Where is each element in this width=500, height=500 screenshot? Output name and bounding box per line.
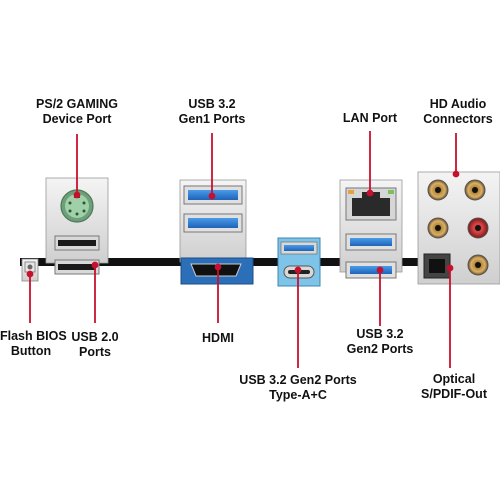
flash-bios-button [21,258,39,282]
label-usb32-gen2-line1: USB 3.2 [356,327,404,341]
leader-lines [26,131,460,368]
label-usb20: USB 2.0 Ports [62,330,128,360]
usb32-gen2-typeac-stack [277,237,321,287]
label-usb32-gen2: USB 3.2 Gen2 Ports [340,327,420,357]
label-flash-bios: Flash BIOS Button [0,329,67,359]
io-shield-bar [20,258,488,266]
label-usb32-gen2-typeac-line1: USB 3.2 Gen2 Ports [239,373,357,387]
label-usb32-gen1-line2: Gen1 Ports [178,112,246,126]
label-hdmi: HDMI [188,331,248,346]
ps2-usb2-stack [45,177,109,275]
label-lan-port: LAN Port [330,111,410,126]
label-hd-audio: HD Audio Connectors [416,97,500,127]
label-ps2-line1: PS/2 GAMING [36,97,118,111]
label-ps2-gaming-port: PS/2 GAMING Device Port [22,97,132,127]
label-optical-line2: S/PDIF-Out [421,387,487,401]
label-usb32-gen1: USB 3.2 Gen1 Ports [172,97,252,127]
label-lan-line1: LAN Port [342,111,398,125]
label-usb32-gen2-typeac: USB 3.2 Gen2 Ports Type-A+C [230,373,366,403]
label-hdmi-line1: HDMI [202,331,234,345]
label-optical-line1: Optical [432,372,476,386]
label-optical-spdif: Optical S/PDIF-Out [412,372,496,402]
label-usb20-line1: USB 2.0 [71,330,119,344]
label-flash-bios-line1: Flash BIOS [0,329,67,343]
audio-panel [417,171,500,285]
label-ps2-line2: Device Port [42,112,112,126]
label-flash-bios-line2: Button [10,344,52,358]
label-usb32-gen2-typeac-line2: Type-A+C [269,388,327,402]
label-hd-audio-line1: HD Audio [429,97,487,111]
label-usb20-line2: Ports [79,345,111,359]
label-usb32-gen2-line2: Gen2 Ports [346,342,414,356]
lan-usb32-gen2-stack [339,179,403,279]
label-hd-audio-line2: Connectors [423,112,493,126]
label-usb32-gen1-line1: USB 3.2 [188,97,236,111]
